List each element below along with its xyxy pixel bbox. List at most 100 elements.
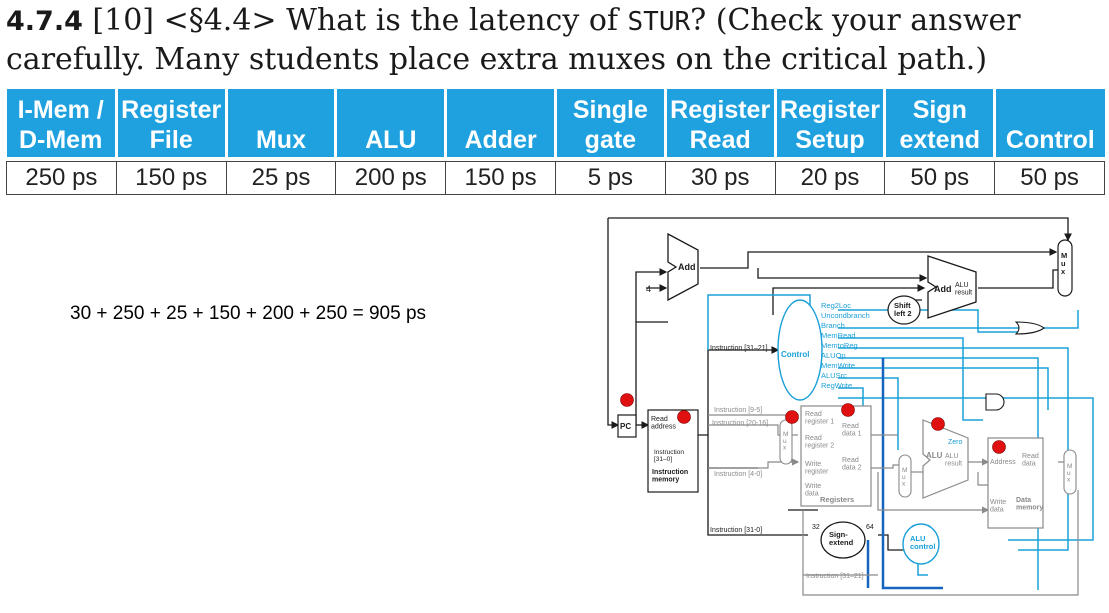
- control-signal-label: ALUOp: [821, 351, 846, 360]
- table-header-line: Mux: [255, 126, 306, 154]
- instruction-field-label: Instruction [31–21]: [806, 573, 864, 580]
- question-number: 4.7.4: [6, 6, 83, 37]
- constant-four: 4: [646, 284, 651, 294]
- add-label: Add: [678, 262, 696, 272]
- table-cell: 30 ps: [664, 161, 776, 195]
- table-header-line: File: [149, 126, 193, 154]
- control-signal-label: ALUSrc: [821, 371, 847, 380]
- control-signal-label: Reg2Loc: [821, 301, 851, 310]
- table-header-line: Register: [121, 96, 222, 124]
- marker-dot: [677, 410, 691, 424]
- control-signal-label: MemRead: [821, 331, 856, 340]
- control-signal-label: MemWrite: [821, 361, 855, 370]
- instruction-field-label: Instruction [20-16]: [712, 420, 768, 427]
- instruction-field-label: Instruction [4-0]: [714, 471, 762, 478]
- table-cell: 250 ps: [6, 161, 117, 195]
- marker-dot: [992, 440, 1006, 454]
- table-cell: 25 ps: [225, 161, 337, 195]
- question-text-before: What is the latency of: [286, 3, 618, 38]
- control-signal-labels: Reg2LocUncondbranchBranchMemReadMemtoReg…: [821, 301, 870, 390]
- marker-dot: [620, 393, 634, 407]
- branch-add-label: Add: [934, 284, 952, 294]
- table-header-line: gate: [584, 126, 637, 154]
- question-instruction: STUR: [627, 7, 691, 37]
- table-cell: 200 ps: [335, 161, 447, 195]
- table-header-line: Register: [670, 96, 771, 124]
- width-64: 64: [866, 524, 874, 531]
- table-header-line: Sign: [912, 96, 967, 124]
- question-text-after: ? (Check your answer carefully. Many stu…: [6, 3, 1021, 77]
- pc-register: PC: [617, 414, 637, 438]
- table-header-cell: Control: [993, 89, 1105, 157]
- table-header-cell: Mux: [224, 89, 336, 157]
- question-section-ref: <§4.4>: [163, 3, 277, 38]
- instruction-field-labels: Instruction [31–21] Instruction [9-5] Inst…: [710, 345, 864, 580]
- table-cell: 5 ps: [554, 161, 666, 195]
- control-signal-label: RegWrite: [821, 381, 852, 390]
- table-header-line: D-Mem: [18, 126, 103, 154]
- handwritten-answer: 30 + 250 + 25 + 150 + 200 + 250 = 905 ps: [70, 303, 427, 324]
- table-header-cell: I-Mem /D-Mem: [6, 89, 117, 157]
- control-signal-label: Branch: [821, 321, 845, 330]
- table-cell: 150 ps: [445, 161, 556, 195]
- table-header-line: Register: [779, 96, 880, 124]
- control-label: Control: [781, 350, 809, 359]
- instruction-field-label: Instruction [9-5]: [714, 407, 762, 414]
- table-cell: 50 ps: [994, 161, 1105, 195]
- sign-extend-label: Sign-extend: [829, 530, 854, 547]
- control-signal-label: Uncondbranch: [821, 311, 870, 320]
- table-header-line: Control: [1005, 126, 1095, 154]
- table-header-line: Read: [689, 126, 751, 154]
- table-header-cell: Adder: [444, 89, 556, 157]
- table-header-line: I-Mem /: [17, 96, 104, 124]
- question-points: [10]: [92, 3, 155, 38]
- instruction-field-label: Instruction [31-0]: [710, 527, 762, 534]
- control-unit: Control: [777, 299, 823, 401]
- alu-label: ALU: [926, 451, 943, 460]
- table-header-line: ALU: [365, 126, 417, 154]
- pc-label: PC: [620, 422, 631, 431]
- top-adder: Add 4: [646, 232, 699, 302]
- registers-title: Registers: [820, 495, 854, 504]
- table-header-line: extend: [899, 126, 981, 154]
- table-header-line: Setup: [795, 126, 865, 154]
- zero-label: Zero: [948, 439, 963, 446]
- table-cell: 20 ps: [774, 161, 886, 195]
- marker-dot: [931, 417, 945, 431]
- control-signal-label: MemtoReg: [821, 341, 858, 350]
- table-header-line: Adder: [464, 126, 537, 154]
- instruction-field-label: Instruction [31–21]: [710, 345, 768, 352]
- dmem-address: Address: [990, 459, 1016, 466]
